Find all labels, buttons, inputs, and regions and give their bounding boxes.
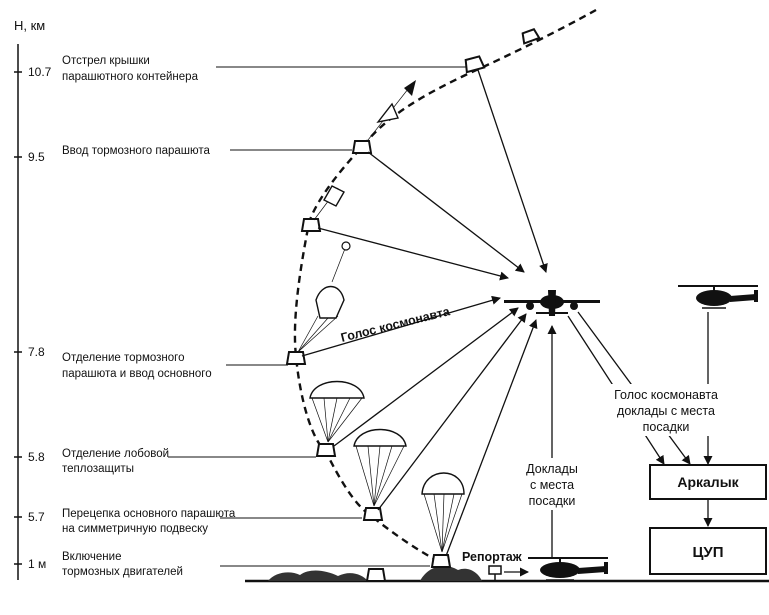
descent-capsule-icon — [285, 351, 307, 365]
arkalyk-label: Аркалык — [677, 474, 739, 490]
altitude-axis-title: Н, км — [14, 18, 45, 33]
stage-label-line1: Ввод тормозного парашюта — [62, 145, 211, 157]
stage-labels: Отстрел крышки парашютного контейнера Вв… — [62, 55, 236, 578]
parachute-icon — [313, 185, 345, 221]
capsules — [285, 28, 541, 582]
axis-tick-label: 5.7 — [28, 510, 45, 524]
tsup-box: ЦУП — [649, 527, 767, 575]
voice-reports-line: посадки — [643, 420, 690, 434]
voice-reports-line: Голос космонавта — [614, 388, 718, 402]
parachute-icon — [309, 380, 365, 443]
parachute-icon — [353, 428, 407, 507]
reports-label: Доклады с места посадки — [520, 458, 584, 510]
voice-label: Голос космонавта — [339, 304, 452, 345]
stage-label-line2: теплозащиты — [62, 463, 134, 475]
stage-label-line1: Отделение тормозного — [62, 352, 185, 364]
ground — [245, 565, 769, 583]
stage-label-line1: Включение — [62, 551, 121, 563]
arkalyk-box: Аркалык — [649, 464, 767, 500]
descent-capsule-icon — [315, 443, 337, 457]
parachute-icon — [297, 285, 345, 353]
descent-trajectory — [293, 8, 597, 564]
descent-capsule-icon — [351, 140, 373, 154]
reports-line: посадки — [529, 494, 576, 508]
main-parachutes — [297, 285, 465, 553]
descent-capsule-icon — [430, 554, 452, 568]
relay-aircraft-icon — [504, 290, 600, 316]
parachute-icon — [367, 80, 416, 141]
stage-label-line2: на симметричную подвеску — [62, 523, 208, 535]
parachute-icon — [331, 241, 351, 283]
reportage-label: Репортаж — [462, 550, 522, 564]
stage-label-line1: Отстрел крышки — [62, 55, 150, 67]
stage-label-line1: Отделение лобовой — [62, 448, 169, 460]
voice-reports-line: доклады с места — [617, 404, 715, 418]
stage-label-line1: Перецепка основного парашюта — [62, 508, 236, 520]
tsup-label: ЦУП — [692, 544, 723, 561]
helicopter-icon — [528, 557, 608, 581]
axis-tick-label: 7.8 — [28, 345, 45, 359]
axis-tick-label: 9.5 — [28, 150, 45, 164]
altitude-axis: Н, км 10.7 9.5 7.8 5.8 5.7 1 м — [14, 18, 52, 580]
descent-capsule-icon — [300, 218, 322, 232]
helicopter-icon — [678, 285, 758, 309]
descent-capsule-icon — [464, 55, 486, 74]
axis-tick-label: 10.7 — [28, 65, 52, 79]
landed-capsule-icon — [365, 568, 387, 582]
axis-tick-label: 5.8 — [28, 450, 45, 464]
descent-capsule-icon — [362, 507, 384, 521]
stage-label-line2: тормозных двигателей — [62, 566, 183, 578]
reports-line: Доклады — [526, 462, 578, 476]
reports-line: с места — [530, 478, 574, 492]
axis-tick-label: 1 м — [28, 557, 46, 571]
voice-reports-label: Голос космонавта доклады с места посадки — [600, 384, 730, 436]
descent-capsule-icon — [521, 28, 541, 45]
transmitter-icon — [488, 565, 502, 581]
stage-label-line2: парашюта и ввод основного — [62, 368, 212, 380]
leader-lines — [168, 66, 466, 567]
stage-label-line2: парашютного контейнера — [62, 71, 199, 83]
parachute-icon — [421, 472, 465, 553]
drogue-parachutes — [313, 80, 416, 283]
